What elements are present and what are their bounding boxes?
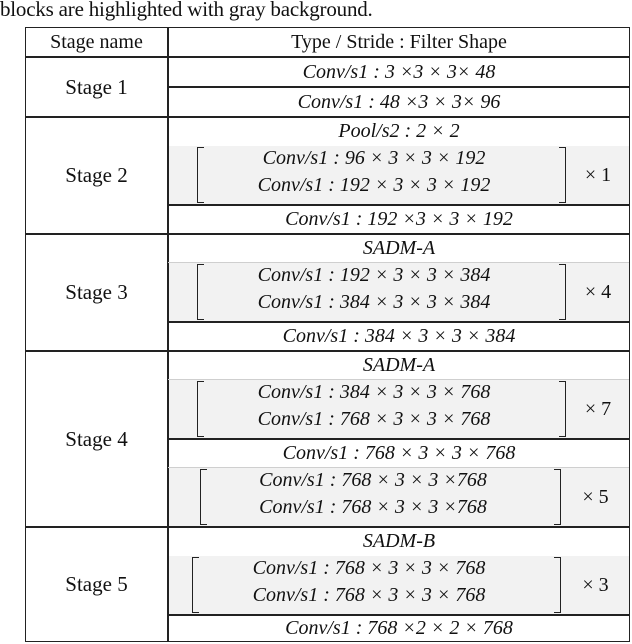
- right-bracket: [554, 469, 561, 525]
- stage-divider: [26, 233, 629, 235]
- row-divider: [168, 321, 629, 323]
- left-bracket: [192, 557, 199, 613]
- stage-divider: [26, 350, 629, 352]
- repeat-count: × 4: [584, 280, 612, 303]
- stage-2-label: Stage 2: [65, 163, 128, 187]
- header-type-stride-filter: Type / Stride : Filter Shape: [291, 30, 507, 53]
- highlighted-block: Conv/s1 : 192 × 3 × 3 × 384 Conv/s1 : 38…: [169, 263, 629, 321]
- stage-divider: [26, 526, 629, 528]
- stage-2-row-3: Conv/s1 : 192 ×3 × 3 × 192: [285, 207, 513, 230]
- left-bracket: [197, 264, 204, 320]
- row-divider: [168, 467, 629, 468]
- block-line-1: Conv/s1 : 768 × 3 × 3 × 768: [252, 557, 486, 579]
- stage-1-label: Stage 1: [65, 74, 128, 99]
- stage-3-row-3: Conv/s1 : 384 × 3 × 3 × 384: [282, 324, 516, 347]
- column-divider: [167, 28, 169, 641]
- row-divider: [168, 379, 629, 380]
- stage-5-sadm-row: SADM-B: [362, 529, 436, 552]
- highlighted-block: Conv/s1 : 96 × 3 × 3 × 192 Conv/s1 : 192…: [169, 146, 629, 204]
- highlighted-block: Conv/s1 : 384 × 3 × 3 × 768 Conv/s1 : 76…: [169, 380, 629, 438]
- block-line-2: Conv/s1 : 768 × 3 × 3 ×768: [259, 496, 487, 518]
- stage-divider: [26, 116, 629, 118]
- stage-3-sadm-row: SADM-A: [362, 236, 436, 259]
- architecture-table: Stage name Type / Stride : Filter Shape …: [25, 27, 630, 642]
- stage-5-row-3: Conv/s1 : 768 ×2 × 2 × 768: [285, 616, 513, 639]
- stage-2-pool-row: Pool/s2 : 2 × 2: [338, 119, 460, 142]
- block-line-2: Conv/s1 : 768 × 3 × 3 × 768: [252, 584, 486, 606]
- stage-4-sadm-row: SADM-A: [362, 353, 436, 376]
- stage-3-label: Stage 3: [65, 280, 128, 304]
- block-line-1: Conv/s1 : 192 × 3 × 3 × 384: [257, 264, 491, 286]
- repeat-count: × 3: [582, 573, 609, 596]
- table-caption: blocks are highlighted with gray backgro…: [0, 0, 373, 21]
- left-bracket: [200, 469, 207, 525]
- left-bracket: [197, 381, 204, 437]
- right-bracket: [559, 264, 566, 320]
- block-line-1: Conv/s1 : 384 × 3 × 3 × 768: [257, 381, 491, 403]
- header-divider: [26, 56, 629, 58]
- block-line-2: Conv/s1 : 768 × 3 × 3 × 768: [257, 408, 491, 430]
- stage-1-row-2: Conv/s1 : 48 ×3 × 3× 96: [297, 90, 501, 113]
- row-divider: [168, 86, 629, 88]
- stage-1-row-1: Conv/s1 : 3 ×3 × 3× 48: [302, 60, 496, 83]
- repeat-count: × 5: [582, 485, 609, 508]
- stage-4-row-3: Conv/s1 : 768 × 3 × 3 × 768: [282, 441, 516, 464]
- row-divider: [168, 614, 629, 616]
- row-divider: [168, 204, 629, 206]
- right-bracket: [559, 147, 566, 203]
- row-divider: [168, 262, 629, 263]
- row-divider: [168, 438, 629, 440]
- highlighted-block: Conv/s1 : 768 × 3 × 3 × 768 Conv/s1 : 76…: [169, 556, 629, 614]
- stage-4-label: Stage 4: [65, 426, 128, 451]
- block-line-1: Conv/s1 : 96 × 3 × 3 × 192: [262, 147, 486, 169]
- repeat-count: × 7: [584, 397, 612, 420]
- header-stage-name: Stage name: [50, 30, 143, 53]
- stage-5-label: Stage 5: [65, 572, 128, 596]
- block-line-1: Conv/s1 : 768 × 3 × 3 ×768: [259, 469, 487, 491]
- right-bracket: [559, 381, 566, 437]
- highlighted-block: Conv/s1 : 768 × 3 × 3 ×768 Conv/s1 : 768…: [169, 468, 629, 526]
- block-line-2: Conv/s1 : 384 × 3 × 3 × 384: [257, 291, 491, 313]
- left-bracket: [197, 147, 204, 203]
- repeat-count: × 1: [584, 163, 612, 186]
- block-line-2: Conv/s1 : 192 × 3 × 3 × 192: [257, 174, 491, 196]
- right-bracket: [554, 557, 561, 613]
